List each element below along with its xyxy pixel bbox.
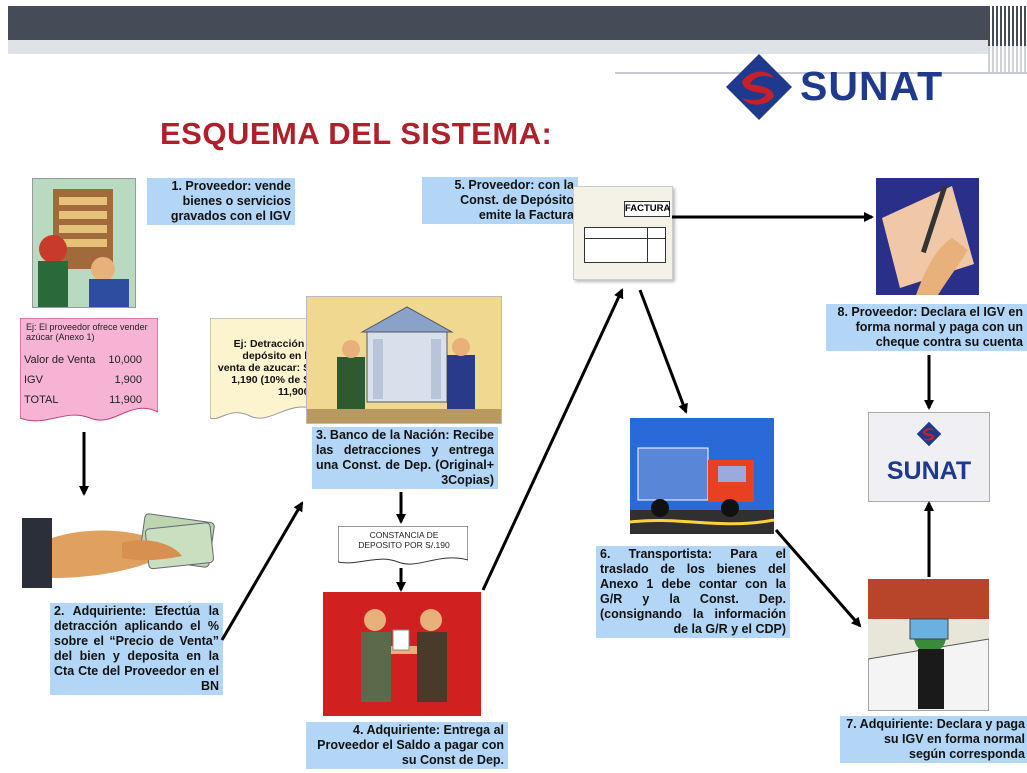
hand-with-money-illustration xyxy=(22,498,222,593)
header-stripes-light xyxy=(988,46,1027,74)
paying-illustration xyxy=(868,579,989,711)
step-3-label: 3. Banco de la Nación: Recibe las detrac… xyxy=(312,427,498,489)
step-7-label: 7. Adquiriente: Declara y paga su IGV en… xyxy=(840,716,1027,763)
bank-illustration xyxy=(306,296,502,424)
example-detraccion-text: Ej: Detracción y depósito en la venta de… xyxy=(217,338,313,398)
step-6-label: 6. Transportista: Para el traslado de lo… xyxy=(596,546,790,638)
page-title: ESQUEMA DEL SISTEMA: xyxy=(160,116,553,151)
invoice-row: IGV 1,900 xyxy=(24,374,142,386)
invoice-row-label: TOTAL xyxy=(24,394,59,406)
invoice-row: Valor de Venta 10,000 xyxy=(24,354,142,366)
header-rule xyxy=(615,72,1027,74)
step-1-label: 1. Proveedor: vende bienes o servicios g… xyxy=(147,178,295,225)
invoice-row-label: IGV xyxy=(24,374,43,386)
invoice-row-label: Valor de Venta xyxy=(24,354,96,366)
arrow-step4-to-factura xyxy=(481,288,624,591)
header-bar-light xyxy=(8,40,988,54)
example-invoice-heading: Ej: El proveedor ofrece vender azúcar (A… xyxy=(26,322,148,342)
example-detraccion-note: Ej: Detracción y depósito en la venta de… xyxy=(210,318,316,426)
step-4-label: 4. Adquiriente: Entrega al Proveedor el … xyxy=(306,722,508,769)
header-bar xyxy=(8,6,988,40)
sunat-logo-mark xyxy=(724,52,794,122)
handshake-illustration xyxy=(323,592,481,716)
truck-illustration xyxy=(630,418,774,534)
invoice-row-value: 11,900 xyxy=(109,394,142,406)
factura-document: FACTURA xyxy=(573,186,673,280)
constancia-text: CONSTANCIA DE DEPOSITO POR S/.190 xyxy=(358,530,450,550)
step-5-label: 5. Proveedor: con la Const. de Depósito … xyxy=(422,177,578,224)
sunat-box-logo-mark xyxy=(916,421,942,447)
example-invoice: Ej: El proveedor ofrece vender azúcar (A… xyxy=(20,318,158,428)
sunat-logo-text: SUNAT xyxy=(800,63,944,109)
example-invoice-rows: Valor de Venta 10,000 IGV 1,900 TOTAL 11… xyxy=(24,354,142,406)
arrow-step2-to-bank xyxy=(220,501,304,641)
invoice-row-value: 10,000 xyxy=(108,354,142,366)
step-8-label: 8. Proveedor: Declara el IGV en forma no… xyxy=(826,304,1027,351)
invoice-row: TOTAL 11,900 xyxy=(24,394,142,406)
header-stripes xyxy=(988,6,1027,46)
provider-selling-illustration xyxy=(32,178,136,308)
step-2-label: 2. Adquiriente: Efectúa la detracción ap… xyxy=(50,603,223,695)
factura-table xyxy=(584,227,666,263)
sunat-box: SUNAT xyxy=(868,412,990,502)
arrow-factura-to-truck xyxy=(638,289,688,414)
invoice-row-value: 1,900 xyxy=(114,374,142,386)
sunat-box-text: SUNAT xyxy=(886,457,972,485)
signing-illustration xyxy=(876,178,979,295)
constancia-document: CONSTANCIA DE DEPOSITO POR S/.190 xyxy=(338,526,468,568)
factura-label: FACTURA xyxy=(624,201,670,217)
